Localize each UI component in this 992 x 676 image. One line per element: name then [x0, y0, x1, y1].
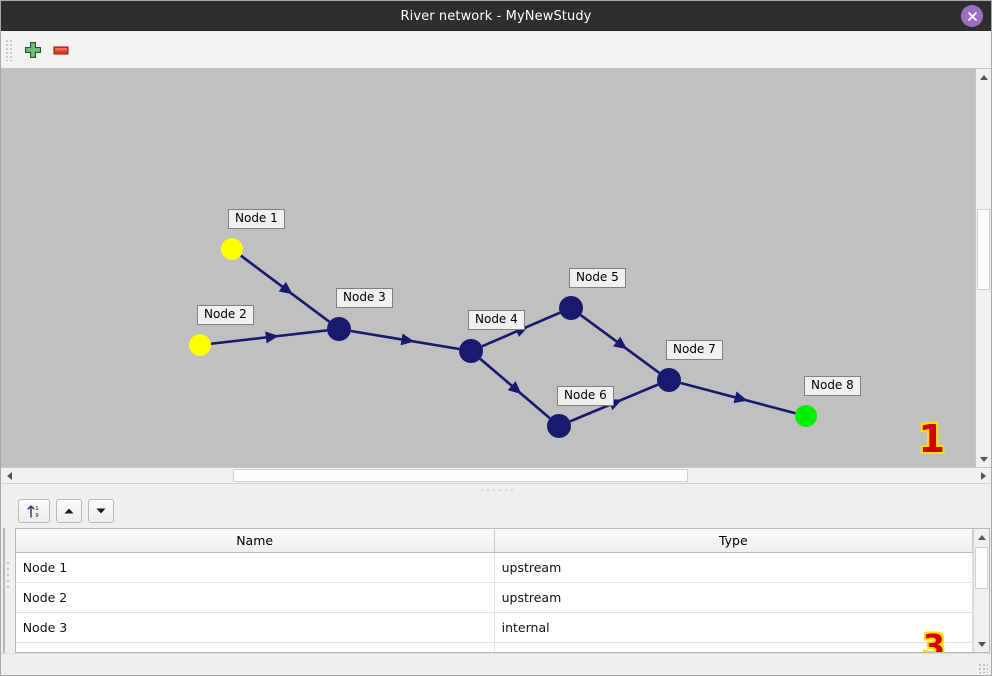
delete-node-button[interactable] [47, 36, 75, 64]
hscroll-track[interactable] [17, 468, 975, 483]
window-title: River network - MyNewStudy [400, 8, 592, 24]
chevron-up-icon [979, 74, 988, 80]
plus-icon [25, 41, 41, 58]
node-label-node-5[interactable]: Node 5 [569, 268, 626, 288]
nodes-toolbar: 1 9 [12, 494, 992, 528]
chevron-right-icon [980, 471, 986, 480]
scroll-left-button[interactable] [1, 468, 17, 483]
chevron-down-icon [979, 456, 988, 462]
sort-icon: 1 9 [27, 505, 39, 519]
scroll-thumb[interactable] [977, 209, 990, 290]
arrowhead-icon [613, 336, 628, 350]
network-canvas[interactable]: Node 1 Node 2 Node 3 Node 4 Node 5 Node 6 Node… [1, 69, 975, 467]
svg-text:1: 1 [35, 506, 38, 512]
scroll-right-button[interactable] [975, 468, 991, 483]
vertical-splitter[interactable] [1, 494, 13, 653]
status-bar [1, 653, 991, 675]
add-node-button[interactable] [19, 36, 47, 64]
triangle-down-icon [96, 508, 106, 514]
chevron-up-icon [977, 534, 986, 540]
graph-node-node-1[interactable] [221, 238, 243, 260]
horizontal-splitter[interactable] [1, 483, 991, 494]
nodes-scroll-thumb[interactable] [975, 546, 989, 589]
table-cell[interactable]: Node 1 [15, 552, 495, 583]
scroll-up-button[interactable] [976, 69, 991, 85]
node-label-node-1[interactable]: Node 1 [228, 209, 285, 229]
node-label-node-2[interactable]: Node 2 [197, 305, 254, 325]
canvas-horizontal-scrollbar[interactable] [1, 467, 991, 483]
arrowhead-icon [733, 391, 748, 404]
diagram-area: Node 1 Node 2 Node 3 Node 4 Node 5 Node 6 Node… [1, 69, 991, 467]
network-graph [189, 238, 817, 438]
scroll-track[interactable] [976, 85, 991, 451]
column-header-type[interactable]: Type [494, 529, 974, 553]
splitter-grip-icon [5, 559, 9, 588]
table-cell[interactable]: Node 2 [15, 582, 495, 613]
minus-icon [53, 46, 69, 54]
svg-text:9: 9 [35, 513, 39, 519]
table-row[interactable]: Node 4internal [15, 642, 974, 652]
toolbar-drag-handle[interactable] [5, 38, 13, 61]
resize-grip-icon[interactable] [978, 663, 988, 673]
node-label-node-3[interactable]: Node 3 [336, 288, 393, 308]
nodes-move-down-button[interactable] [87, 499, 114, 523]
chevron-left-icon [6, 471, 12, 480]
scroll-down-button[interactable] [976, 451, 991, 467]
graph-node-node-6[interactable] [547, 414, 571, 438]
splitter-grip-icon [479, 487, 513, 491]
table-cell[interactable]: internal [494, 642, 974, 652]
table-cell[interactable]: upstream [494, 582, 974, 613]
triangle-up-icon [64, 508, 74, 514]
close-icon [967, 11, 977, 21]
graph-node-node-3[interactable] [327, 317, 351, 341]
table-cell[interactable]: internal [494, 612, 974, 643]
column-header-name[interactable]: Name [15, 529, 495, 553]
nodes-pane: 1 9 [12, 494, 992, 653]
nodes-scroll-up-button[interactable] [974, 529, 990, 545]
chevron-down-icon [977, 641, 986, 647]
table-cell[interactable]: upstream [494, 552, 974, 583]
node-label-node-8[interactable]: Node 8 [804, 376, 861, 396]
graph-node-node-2[interactable] [189, 334, 211, 356]
arrowhead-icon [400, 333, 415, 346]
node-label-node-4[interactable]: Node 4 [468, 310, 525, 330]
nodes-move-up-button[interactable] [55, 499, 82, 523]
nodes-sort-button[interactable]: 1 9 [17, 499, 50, 523]
arrowhead-icon [507, 381, 522, 395]
annotation-1: 1 [917, 416, 947, 463]
reaches-vertical-scrollbar[interactable] [4, 529, 5, 652]
nodes-vertical-scrollbar[interactable] [973, 529, 990, 652]
table-cell[interactable]: Node 4 [15, 642, 495, 652]
title-bar: River network - MyNewStudy [1, 1, 991, 31]
hscroll-thumb[interactable] [232, 469, 688, 482]
table-cell[interactable]: Node 3 [15, 612, 495, 643]
graph-node-node-5[interactable] [559, 296, 583, 320]
arrowhead-icon [278, 281, 293, 295]
annotation-3: 3 [921, 626, 946, 653]
canvas-vertical-scrollbar[interactable] [975, 69, 991, 467]
nodes-scroll-down-button[interactable] [974, 636, 990, 652]
close-button[interactable] [961, 5, 983, 27]
graph-node-node-7[interactable] [657, 368, 681, 392]
tables-area: 1 9 [1, 494, 992, 653]
node-label-node-7[interactable]: Node 7 [666, 340, 723, 360]
graph-node-node-8[interactable] [795, 405, 817, 427]
main-toolbar [1, 31, 991, 69]
arrowhead-icon [265, 331, 279, 344]
node-label-node-6[interactable]: Node 6 [557, 386, 614, 406]
nodes-scroll-track[interactable] [974, 545, 990, 636]
graph-node-node-4[interactable] [459, 339, 483, 363]
